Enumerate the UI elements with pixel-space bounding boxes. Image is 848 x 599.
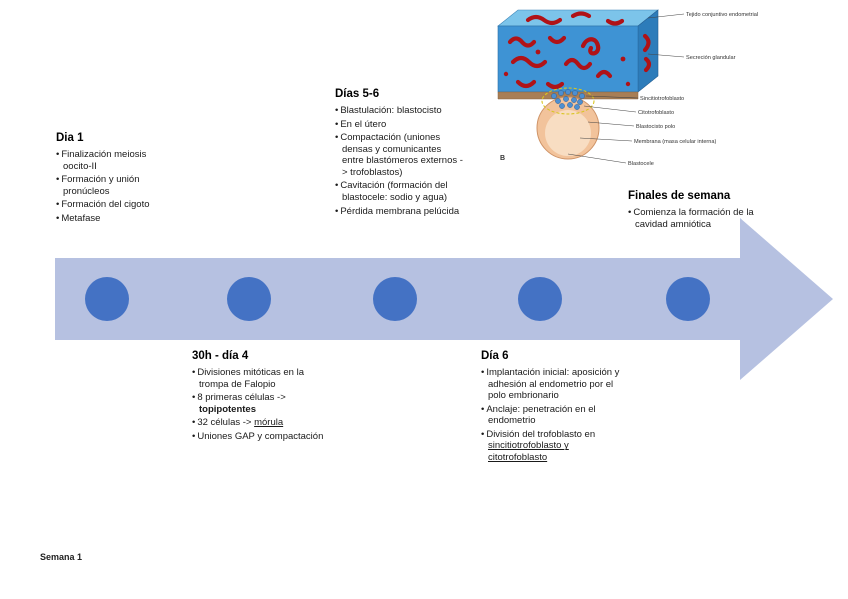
- bullet-text: Cavitación (formación del blastocele: so…: [340, 180, 448, 204]
- bullet-text: Metafase: [61, 212, 101, 224]
- leader-lines: [567, 13, 685, 164]
- contact-zone-outline: [541, 87, 595, 115]
- bullet-item: Formación y unión pronúcleos: [56, 174, 176, 197]
- figure-letter: B: [500, 155, 505, 162]
- bullet-item: Cavitación (formación del blastocele: so…: [335, 180, 465, 203]
- bullet-text: Comienza la formación de la cavidad amni…: [633, 207, 754, 230]
- bullet-text: Formación del cigoto: [61, 199, 150, 211]
- stage-title-dia4: 30h - día 4: [192, 350, 249, 362]
- bullet-text: Formación y unión pronúcleos: [61, 174, 140, 197]
- bullet-item: En el útero: [335, 119, 465, 131]
- stage-block-dia1: Dia 1 Finalización meiosis oocito-II For…: [56, 132, 176, 226]
- milestone-dot-3: [373, 277, 417, 321]
- bullet-item: Metafase: [56, 213, 176, 225]
- timeline-arrow: [55, 218, 833, 380]
- bullet-item: Divisiones mitóticas en la trompa de Fal…: [192, 367, 327, 390]
- stage-title-dias56: Días 5-6: [335, 88, 380, 100]
- bullet-text-bold: topipotentes: [199, 403, 256, 415]
- bullet-text: Implantación inicial: aposición y adhesi…: [486, 367, 620, 402]
- bullet-item: Compactación (uniones densas y comunican…: [335, 132, 465, 178]
- gland-squiggles: [507, 11, 652, 90]
- bullet-text: Finalización meiosis oocito-II: [61, 149, 147, 172]
- endometrium-block: [497, 9, 659, 100]
- bullet-text: 8 primeras células ->: [197, 392, 286, 404]
- milestone-dot-2: [227, 277, 271, 321]
- bullet-text: División del trofoblasto en: [486, 428, 596, 440]
- inner-cell-mass: [551, 89, 585, 110]
- bullet-item: 32 células -> mórula: [192, 417, 327, 429]
- milestone-dot-4: [518, 277, 562, 321]
- footer-semana: Semana 1: [40, 552, 83, 562]
- bullet-item: 8 primeras células -> topipotentes: [192, 392, 327, 415]
- figure-label-blastocele: Blastocele: [628, 161, 654, 167]
- timeline-arrow-graphic: [55, 218, 833, 380]
- figure-label-secrecion: Secreción glandular: [686, 55, 736, 61]
- bullet-text-underline: sincitiotrofoblasto y citotrofoblasto: [488, 440, 569, 464]
- stage-title-dia6: Día 6: [481, 350, 509, 362]
- bullet-text: Pérdida membrana pelúcida: [340, 205, 460, 217]
- figure-label-tejido: Tejido conjuntivo endometrial: [686, 12, 758, 18]
- figure-label-cito: Citotrofoblasto: [638, 110, 674, 116]
- blastocyst: [536, 87, 600, 160]
- milestone-dot-1: [85, 277, 129, 321]
- stage-title-dia1: Dia 1: [56, 132, 84, 144]
- bullet-item: Pérdida membrana pelúcida: [335, 206, 465, 218]
- stage-block-finales: Finales de semana Comienza la formación …: [628, 190, 778, 232]
- figure-label-blastocisto: Blastocisto polo: [636, 124, 675, 130]
- stage-block-dias56: Días 5-6 Blastulación: blastocisto En el…: [335, 88, 465, 219]
- bullet-item: Implantación inicial: aposición y adhesi…: [481, 367, 626, 402]
- bullet-text: Uniones GAP y compactación: [197, 430, 324, 442]
- bullet-item: Comienza la formación de la cavidad amni…: [628, 207, 778, 230]
- bullet-item: Blastulación: blastocisto: [335, 105, 465, 117]
- gland-dots: [503, 49, 631, 87]
- bullet-item: División del trofoblasto en sincitiotrof…: [481, 429, 626, 464]
- bullet-text: Compactación (uniones densas y comunican…: [340, 132, 463, 178]
- stage-title-finales: Finales de semana: [628, 190, 731, 202]
- bullet-text: En el útero: [340, 118, 387, 130]
- figure-label-membrana: Membrana (masa celular interna): [634, 139, 717, 145]
- figure-label-sincitio: Sincitiotrofoblasto: [640, 96, 684, 102]
- bullet-item: Anclaje: penetración en el endometrio: [481, 404, 626, 427]
- bullet-item: Finalización meiosis oocito-II: [56, 149, 176, 172]
- bullet-text: Anclaje: penetración en el endometrio: [486, 403, 596, 427]
- milestone-dot-5: [666, 277, 710, 321]
- stage-block-dia4: 30h - día 4 Divisiones mitóticas en la t…: [192, 350, 327, 444]
- bullet-text: Divisiones mitóticas en la trompa de Fal…: [197, 367, 304, 390]
- figure-implantation: Tejido conjuntivo endometrial Secreción …: [497, 9, 758, 167]
- blastocele-cavity: [545, 110, 591, 156]
- stage-block-dia6: Día 6 Implantación inicial: aposición y …: [481, 350, 626, 466]
- bullet-text-underline: mórula: [254, 417, 284, 429]
- bullet-item: Formación del cigoto: [56, 199, 176, 211]
- bullet-text: Blastulación: blastocisto: [340, 105, 442, 116]
- bullet-item: Uniones GAP y compactación: [192, 431, 327, 443]
- bullet-text: 32 células ->: [197, 417, 255, 429]
